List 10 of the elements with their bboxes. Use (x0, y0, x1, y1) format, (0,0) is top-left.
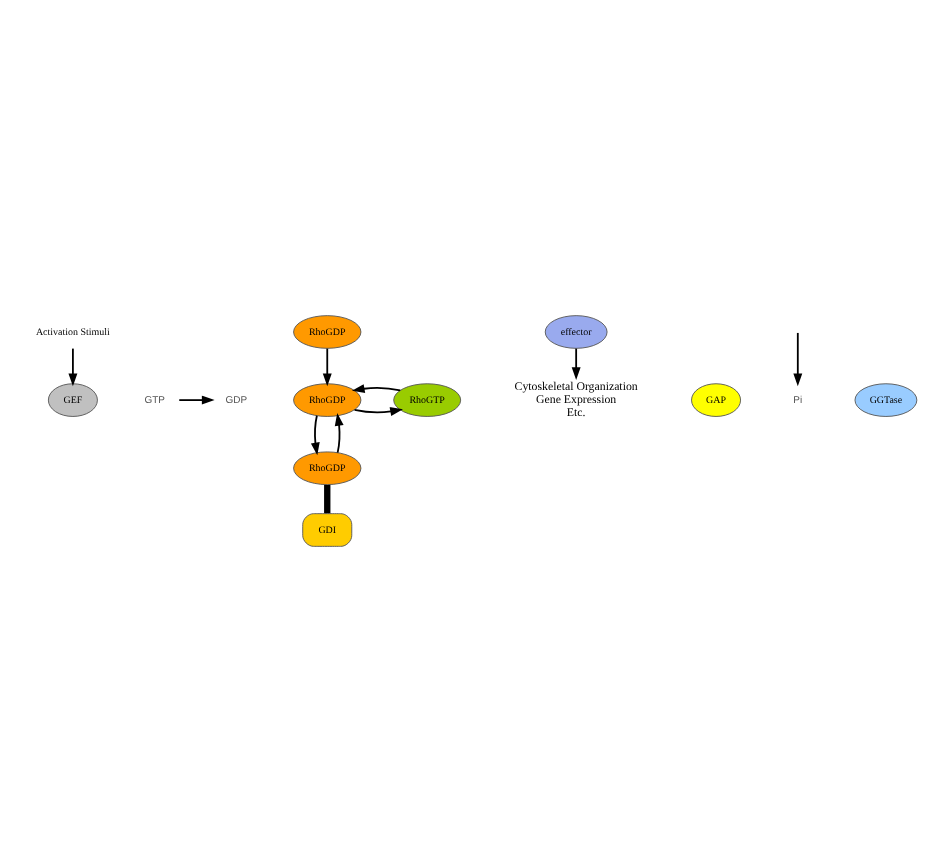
arrow (322, 347, 332, 387)
arrow (178, 395, 215, 405)
arrow (571, 347, 581, 381)
arrow (351, 384, 402, 394)
connector (324, 484, 331, 514)
arrow (353, 407, 403, 416)
arrow (68, 347, 78, 387)
arrow (310, 414, 320, 456)
arrow (793, 332, 803, 387)
arrow (334, 413, 344, 454)
